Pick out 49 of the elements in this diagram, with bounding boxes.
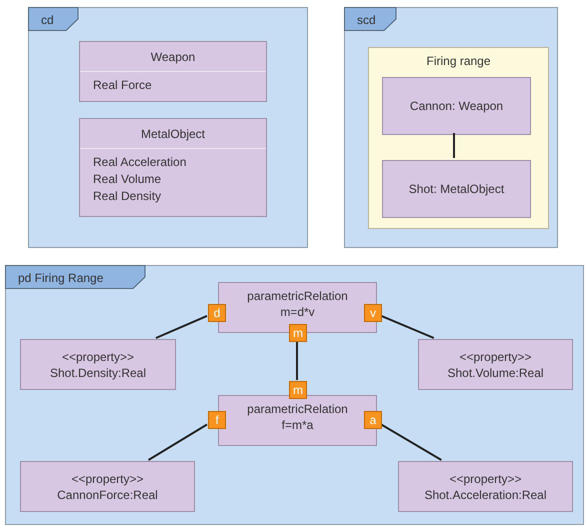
diagram-frame	[344, 7, 558, 248]
part-box	[382, 160, 531, 218]
container-title: Firing range	[425, 53, 492, 70]
port-square: f	[208, 411, 226, 429]
stereotype-label: <<property>>	[449, 470, 522, 486]
property-box	[418, 339, 573, 390]
property-box	[20, 339, 176, 390]
class-box	[79, 118, 267, 217]
connector-line	[296, 341, 298, 380]
connector-line	[380, 423, 442, 461]
attribute-text: Real Density	[92, 188, 162, 205]
port-square: d	[208, 304, 226, 322]
node-label: CannonForce:Real	[57, 486, 158, 502]
class-name: Weapon	[150, 49, 196, 66]
stereotype-label: <<property>>	[459, 348, 532, 364]
attribute-text: Real Force	[92, 77, 153, 94]
node-label: parametricRelation	[247, 401, 348, 417]
stereotype-label: <<property>>	[62, 348, 134, 364]
node-label: Shot: MetalObject	[408, 181, 504, 197]
frame-label: cd	[41, 12, 54, 28]
port-square: a	[364, 411, 382, 429]
node-label: f=m*a	[282, 417, 314, 433]
connector-line	[380, 314, 434, 339]
port-square: m	[289, 324, 307, 342]
property-box	[20, 461, 195, 512]
diagram-frame	[5, 265, 584, 525]
attribute-text: Real Volume	[92, 171, 162, 188]
frame-label: pd Firing Range	[18, 270, 104, 286]
frame-label: scd	[357, 12, 376, 28]
class-name: MetalObject	[140, 126, 206, 143]
attribute-text: Real Acceleration	[92, 154, 188, 171]
diagram-frame	[28, 7, 308, 248]
constraint-box	[218, 395, 377, 446]
port-square: v	[364, 304, 382, 322]
node-label: Shot.Volume:Real	[447, 364, 544, 380]
port-square: m	[289, 381, 307, 399]
class-box	[79, 41, 267, 102]
node-label: parametricRelation	[247, 288, 348, 304]
node-label: Shot.Acceleration:Real	[424, 486, 547, 502]
connector-line	[156, 314, 208, 339]
node-label: Shot.Density:Real	[50, 364, 146, 380]
container-box	[368, 47, 549, 229]
node-label: Cannon: Weapon	[410, 98, 504, 114]
connector-line	[148, 424, 208, 461]
connector-line	[453, 133, 455, 158]
stereotype-label: <<property>>	[71, 470, 144, 486]
node-label: m=d*v	[280, 304, 315, 320]
property-box	[398, 461, 573, 512]
part-box	[382, 77, 531, 135]
